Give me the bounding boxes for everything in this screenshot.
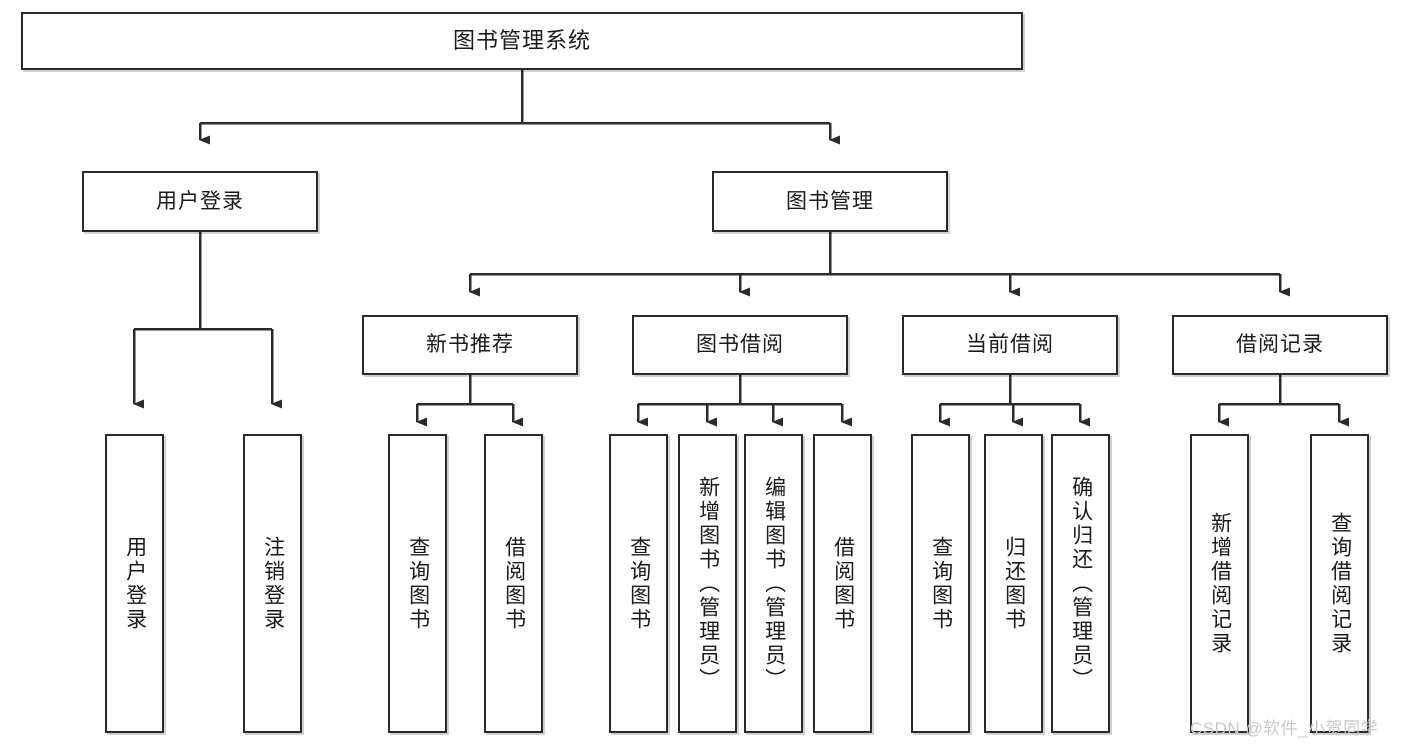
node-current-borrow[interactable]: 当前借阅 bbox=[902, 315, 1118, 375]
node-book-borrow-label: 图书借阅 bbox=[696, 333, 784, 357]
leaf-query-book-current[interactable]: 查询图书 bbox=[911, 434, 970, 733]
node-book-management[interactable]: 图书管理 bbox=[712, 171, 948, 232]
node-user-login[interactable]: 用户登录 bbox=[82, 171, 318, 232]
node-user-login-label: 用户登录 bbox=[156, 189, 244, 213]
node-root-label: 图书管理系统 bbox=[452, 27, 591, 53]
leaf-label: 查询图书 bbox=[929, 535, 953, 632]
leaf-borrow-book[interactable]: 借阅图书 bbox=[813, 434, 872, 733]
leaf-label: 借阅图书 bbox=[502, 535, 526, 632]
leaf-add-borrow-record[interactable]: 新增借阅记录 bbox=[1190, 434, 1249, 733]
node-new-book-recommend-label: 新书推荐 bbox=[426, 333, 514, 357]
leaf-label: 查询图书 bbox=[406, 535, 430, 632]
csdn-watermark: CSDN @软件_小贺同学 bbox=[1190, 719, 1379, 738]
leaf-confirm-return-admin[interactable]: 确认归还（管理员） bbox=[1051, 434, 1110, 733]
leaf-label: 归还图书 bbox=[1002, 535, 1026, 632]
leaf-query-book-newbook[interactable]: 查询图书 bbox=[388, 434, 447, 733]
leaf-label: 用户登录 bbox=[123, 535, 147, 632]
leaf-label: 查询借阅记录 bbox=[1328, 511, 1352, 656]
leaf-logout[interactable]: 注销登录 bbox=[243, 434, 302, 733]
node-book-borrow[interactable]: 图书借阅 bbox=[632, 315, 848, 375]
node-current-borrow-label: 当前借阅 bbox=[966, 333, 1054, 357]
leaf-label: 借阅图书 bbox=[831, 535, 855, 632]
leaf-label: 注销登录 bbox=[261, 535, 285, 632]
leaf-label: 编辑图书（管理员） bbox=[762, 475, 786, 692]
leaf-label: 查询图书 bbox=[627, 535, 651, 632]
node-new-book-recommend[interactable]: 新书推荐 bbox=[362, 315, 578, 375]
leaf-user-login[interactable]: 用户登录 bbox=[105, 434, 164, 733]
leaf-query-book-borrow[interactable]: 查询图书 bbox=[609, 434, 668, 733]
node-root[interactable]: 图书管理系统 bbox=[21, 12, 1023, 70]
node-borrow-records-label: 借阅记录 bbox=[1236, 333, 1324, 357]
leaf-return-book[interactable]: 归还图书 bbox=[984, 434, 1043, 733]
leaf-query-borrow-record[interactable]: 查询借阅记录 bbox=[1310, 434, 1369, 733]
leaf-label: 新增图书（管理员） bbox=[696, 475, 720, 692]
leaf-label: 新增借阅记录 bbox=[1208, 511, 1232, 656]
leaf-edit-book-admin[interactable]: 编辑图书（管理员） bbox=[744, 434, 803, 733]
leaf-label: 确认归还（管理员） bbox=[1069, 475, 1093, 692]
node-borrow-records[interactable]: 借阅记录 bbox=[1172, 315, 1388, 375]
leaf-borrow-book-newbook[interactable]: 借阅图书 bbox=[484, 434, 543, 733]
node-book-management-label: 图书管理 bbox=[786, 189, 874, 213]
leaf-add-book-admin[interactable]: 新增图书（管理员） bbox=[678, 434, 737, 733]
